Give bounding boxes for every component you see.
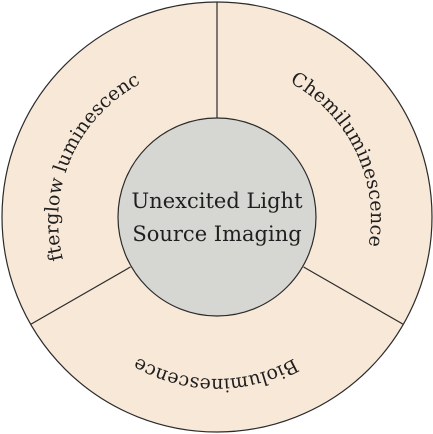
divider-right [303, 266, 404, 326]
center-title-line-1: Unexcited Light [131, 189, 303, 213]
center-title-line-2: Source Imaging [132, 222, 301, 246]
divider-left [30, 266, 131, 326]
center-circle [117, 117, 317, 317]
